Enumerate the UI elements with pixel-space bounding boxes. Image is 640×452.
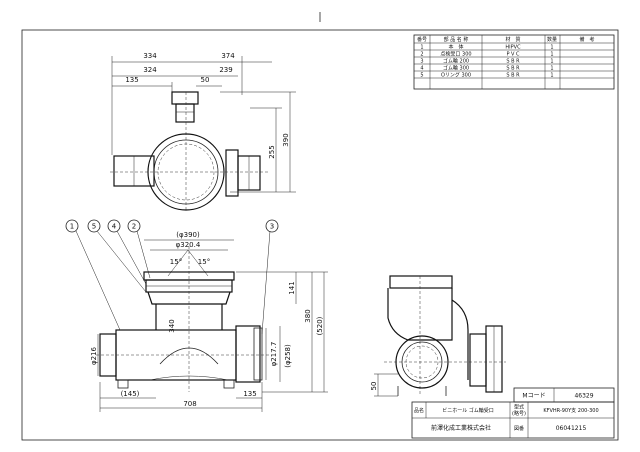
row-5-material: S B R <box>506 73 520 79</box>
dim-216: φ216 <box>90 346 98 365</box>
balloon-3 <box>265 219 279 233</box>
balloon-2-label: 2 <box>132 223 136 231</box>
balloon-5-label: 5 <box>92 223 96 231</box>
dim-217-7: φ217.7 <box>270 342 278 367</box>
row-5-qty: 1 <box>550 73 553 79</box>
row-3-name: ゴム輪 200 <box>443 58 469 65</box>
dim-angle-left: 15° <box>170 258 182 266</box>
balloon-2 <box>127 219 141 233</box>
dim-374: 374 <box>221 52 235 60</box>
row-4-name: ゴム輪 300 <box>443 65 469 72</box>
front-view: 1 5 4 2 3 (φ390) φ320.4 15° 15° <box>65 219 328 412</box>
row-4-material: S B R <box>506 66 520 72</box>
row-1-no: 1 <box>420 45 423 51</box>
header-name: 部 品 名 称 <box>444 36 469 43</box>
balloon-4 <box>107 219 121 233</box>
parts-table: 番号 部 品 名 称 材 質 数量 備 考 1 本 体 HIPVC 1 2 点検… <box>413 34 615 90</box>
row-3-qty: 1 <box>550 59 553 65</box>
row-4-no: 4 <box>420 66 423 72</box>
header-no: 番号 <box>417 36 427 43</box>
dim-141: 141 <box>288 281 296 294</box>
dim-50: 50 <box>201 76 210 84</box>
row-4-qty: 1 <box>550 66 553 72</box>
row-2-qty: 1 <box>550 52 553 58</box>
dim-340: 340 <box>168 319 176 332</box>
dim-708: 708 <box>183 400 196 408</box>
model-label-abbr: (略号) <box>512 410 526 417</box>
model-label: 型式 <box>514 404 524 411</box>
row-5-no: 5 <box>420 73 423 79</box>
top-view: 334 374 324 239 135 50 390 255 <box>110 52 296 211</box>
dim-380: 380 <box>304 309 312 322</box>
model-value: KFVHR-90Y支 200-300 <box>543 407 598 414</box>
balloon-1 <box>65 219 79 233</box>
dim-390: 390 <box>282 133 290 146</box>
header-qty: 数量 <box>547 36 557 43</box>
row-1-qty: 1 <box>550 45 553 51</box>
name-label: 品名 <box>414 407 424 414</box>
mcode-value: 46329 <box>574 393 593 400</box>
dim-255: 255 <box>268 145 276 158</box>
balloon-1-label: 1 <box>70 223 74 231</box>
drawing-no-label: 図番 <box>514 425 524 432</box>
company-name: 前澤化成工業株式会社 <box>431 424 491 432</box>
row-2-name: 点検受口 300 <box>440 51 471 58</box>
dim-239: 239 <box>219 66 232 74</box>
dim-135-bottom: 135 <box>243 390 256 398</box>
row-5-name: Oリング 300 <box>441 72 471 79</box>
side-view: 50 <box>370 275 506 397</box>
row-2-material: P V C <box>506 52 520 58</box>
balloon-4-label: 4 <box>112 223 117 231</box>
row-1-name: 本 体 <box>448 44 463 51</box>
row-1-material: HIPVC <box>505 45 521 51</box>
header-material: 材 質 <box>505 36 520 43</box>
dim-520: (520) <box>316 316 324 335</box>
dim-258: (φ258) <box>284 344 292 368</box>
balloon-5 <box>87 219 101 233</box>
dim-angle-right: 15° <box>198 258 210 266</box>
side-dim-50: 50 <box>370 382 378 391</box>
row-2-no: 2 <box>420 52 423 58</box>
drawing-no-value: 06041215 <box>556 425 587 432</box>
dim-145: (145) <box>121 390 140 398</box>
dim-135: 135 <box>125 76 138 84</box>
row-3-material: S B R <box>506 59 520 65</box>
sheet-border <box>21 29 619 441</box>
dim-334: 334 <box>143 52 157 60</box>
row-3-no: 3 <box>420 59 423 65</box>
dim-324: 324 <box>143 66 157 74</box>
balloon-3-label: 3 <box>270 223 274 231</box>
mcode-label: Mコード <box>522 393 545 400</box>
title-block: Mコード 46329 品名 ビニホール ゴム輪受口 型式 (略号) KFVHR-… <box>411 387 615 439</box>
dim-320-4: φ320.4 <box>176 241 201 249</box>
name-value: ビニホール ゴム輪受口 <box>442 407 494 414</box>
dim-390-paren: (φ390) <box>176 231 200 239</box>
header-note: 備 考 <box>579 36 594 43</box>
